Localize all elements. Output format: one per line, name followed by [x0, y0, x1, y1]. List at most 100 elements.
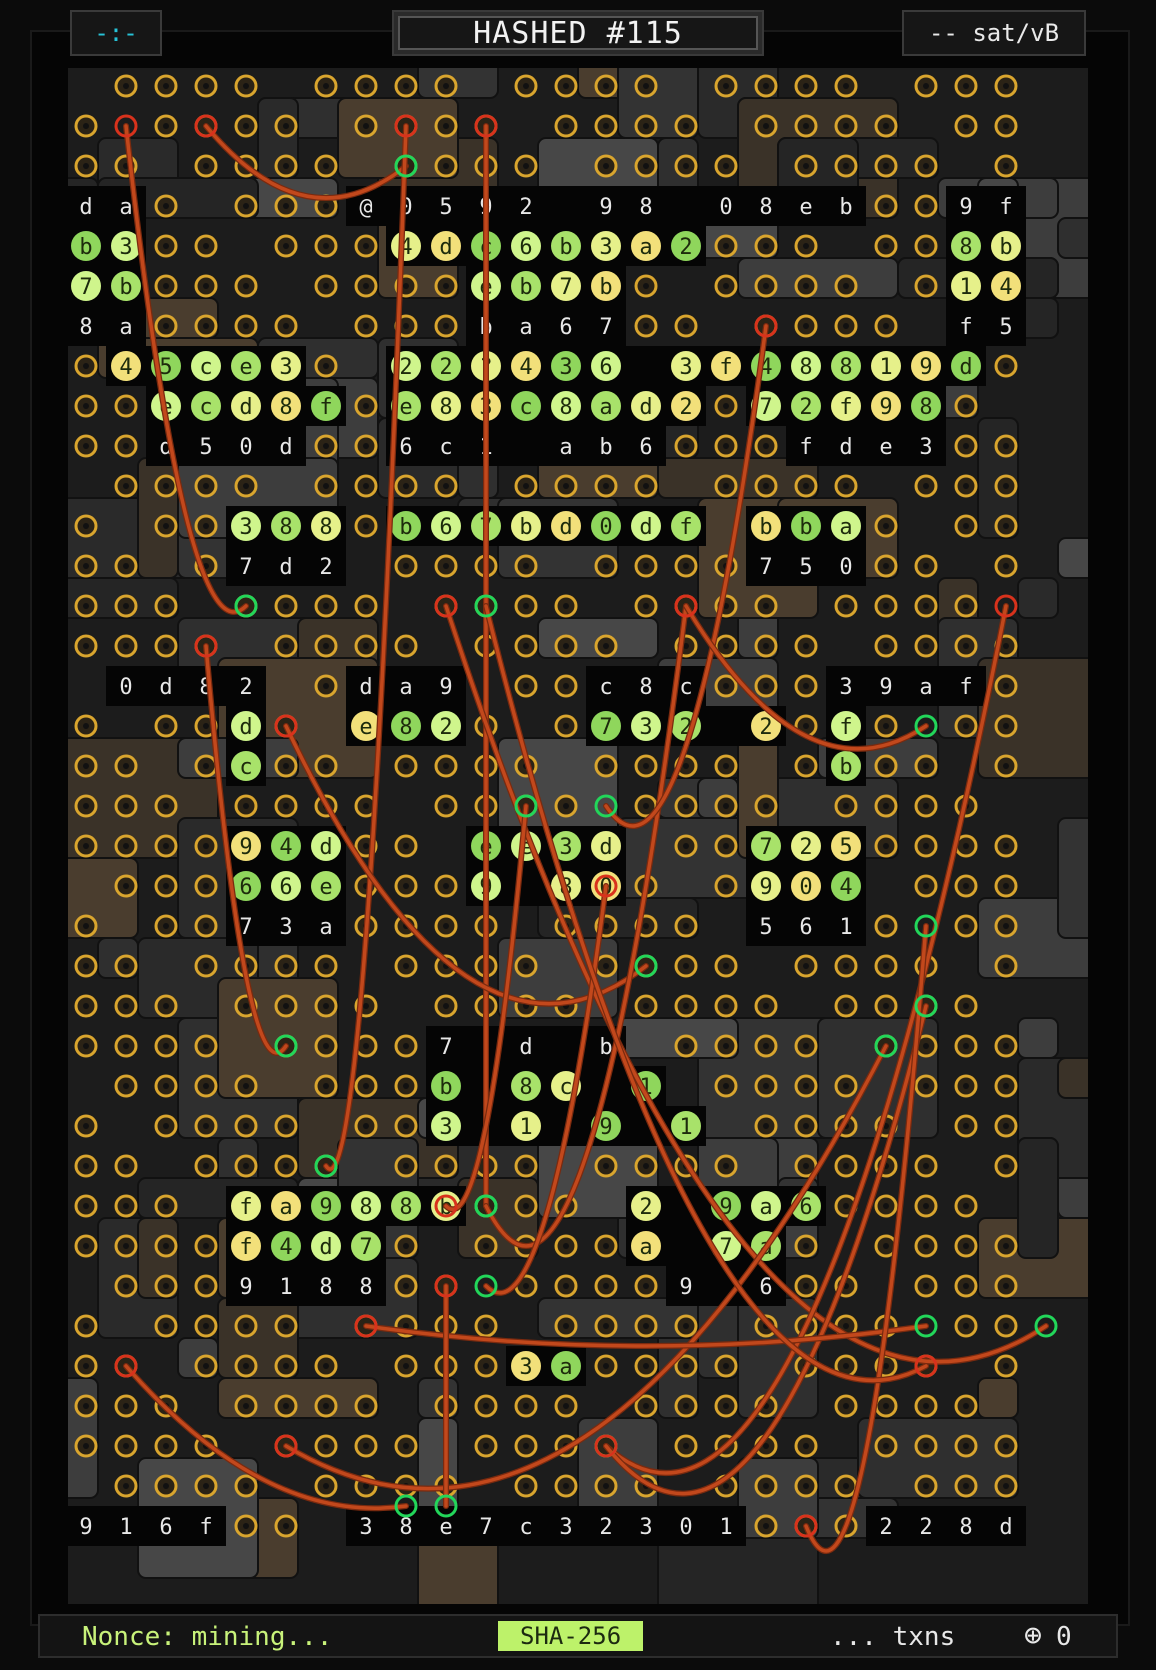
patch-cable[interactable]	[124, 1364, 408, 1510]
cable-plug-green[interactable]	[274, 1034, 298, 1058]
cable-plug-green[interactable]	[914, 914, 938, 938]
cable-plug-green[interactable]	[634, 954, 658, 978]
hex-digit: 5	[799, 555, 812, 580]
hex-digit: 0	[119, 675, 132, 700]
hex-digit-badge	[991, 271, 1021, 301]
menu-button[interactable]: -:-	[70, 10, 162, 56]
cable-plug-green[interactable]	[314, 1154, 338, 1178]
patch-cable[interactable]	[484, 604, 688, 1248]
jack-hole	[843, 1203, 849, 1209]
cable-plug-red[interactable]	[394, 114, 418, 138]
cable-plug-red[interactable]	[274, 1434, 298, 1458]
cable-plug-green[interactable]	[1034, 1314, 1058, 1338]
patch-cable[interactable]	[284, 1044, 888, 1491]
jack-hole	[283, 1523, 289, 1529]
jack-hole	[403, 483, 409, 489]
hex-digit-badge	[831, 511, 861, 541]
hex-digit: d	[599, 835, 612, 860]
jack-hole	[323, 83, 329, 89]
cable-plug-red[interactable]	[274, 714, 298, 738]
cable-plug-green[interactable]	[474, 1194, 498, 1218]
jack-hole	[963, 1283, 969, 1289]
hex-digit: c	[599, 675, 612, 700]
jack-hole	[243, 283, 249, 289]
jack-hole	[283, 123, 289, 129]
fee-rate-button[interactable]: -- sat/vB	[902, 10, 1086, 56]
cable-plug-green[interactable]	[434, 1494, 458, 1518]
cable-plug-red[interactable]	[674, 594, 698, 618]
cable-ends	[114, 114, 1058, 1538]
hex-digit: e	[879, 435, 892, 460]
jack-hole	[723, 683, 729, 689]
patch-cable[interactable]	[604, 1004, 928, 1496]
patch-cable[interactable]	[484, 884, 608, 1295]
hex-digit-badge	[951, 231, 981, 261]
jack-hole	[243, 803, 249, 809]
plus-circle-icon[interactable]: ⊕	[1024, 1618, 1043, 1653]
cable-plug-red[interactable]	[194, 114, 218, 138]
patch-cable[interactable]	[604, 324, 768, 828]
patch-cable[interactable]	[124, 124, 248, 614]
cable-plug-red[interactable]	[754, 314, 778, 338]
cable-plug-red[interactable]	[434, 1274, 458, 1298]
patch-cable[interactable]	[324, 124, 408, 1171]
jack-hole	[363, 1003, 369, 1009]
cable-plug-green[interactable]	[914, 994, 938, 1018]
cable-plug-green[interactable]	[394, 1494, 418, 1518]
cable-plug-green[interactable]	[594, 794, 618, 818]
cable-plug-green[interactable]	[514, 794, 538, 818]
hex-digit: 1	[279, 1275, 292, 1300]
cable-plug-green[interactable]	[914, 1314, 938, 1338]
jack-hole	[243, 483, 249, 489]
hex-digit: 8	[399, 1515, 412, 1540]
jack-hole	[403, 83, 409, 89]
patch-cable[interactable]	[484, 604, 928, 1383]
hex-digit: 0	[679, 1515, 692, 1540]
hex-digit: 6	[519, 235, 532, 260]
hex-digit: 9	[319, 1195, 332, 1220]
cable-plug-red[interactable]	[994, 594, 1018, 618]
patch-cable[interactable]	[804, 924, 928, 1553]
patch-cable[interactable]	[204, 124, 408, 200]
hex-digit: 2	[239, 675, 252, 700]
cable-plug-green[interactable]	[394, 154, 418, 178]
cable-plug-red[interactable]	[474, 114, 498, 138]
cable-plug-red[interactable]	[434, 1194, 458, 1218]
cable-plug-red[interactable]	[194, 634, 218, 658]
patch-cable[interactable]	[444, 604, 1048, 1364]
cable-plug-red[interactable]	[114, 114, 138, 138]
jack-hole	[443, 1163, 449, 1169]
cable-plug-red[interactable]	[434, 594, 458, 618]
cable-plug-red[interactable]	[594, 1434, 618, 1458]
patch-cable[interactable]	[684, 604, 928, 751]
jack-hole	[883, 1003, 889, 1009]
cable-plug-red[interactable]	[594, 874, 618, 898]
cable-plug-red[interactable]	[114, 1354, 138, 1378]
jack-hole	[883, 843, 889, 849]
jack-hole	[203, 843, 209, 849]
hex-digit-badge	[551, 391, 581, 421]
patch-cable[interactable]	[204, 644, 288, 1055]
hex-digit: f	[959, 315, 972, 340]
cable-plug-red[interactable]	[914, 1354, 938, 1378]
cable-plug-green[interactable]	[234, 594, 258, 618]
jack-hole	[123, 1243, 129, 1249]
jack-hole	[763, 603, 769, 609]
jack-hole	[1003, 763, 1009, 769]
cable-plug-green[interactable]	[914, 714, 938, 738]
jack-hole	[883, 803, 889, 809]
hex-digit: 8	[319, 1275, 332, 1300]
jack-hole	[643, 483, 649, 489]
cable-plug-green[interactable]	[874, 1034, 898, 1058]
cable-plug-green[interactable]	[474, 594, 498, 618]
hex-digit: 2	[399, 355, 412, 380]
patch-cable[interactable]	[604, 604, 1008, 1475]
hex-digit-badge	[511, 511, 541, 541]
jack-hole	[203, 483, 209, 489]
cable-plug-green[interactable]	[474, 1274, 498, 1298]
hex-digit: 2	[879, 1515, 892, 1540]
cable-plug-red[interactable]	[354, 1314, 378, 1338]
cable-plug-red[interactable]	[794, 1514, 818, 1538]
jack-hole	[163, 203, 169, 209]
